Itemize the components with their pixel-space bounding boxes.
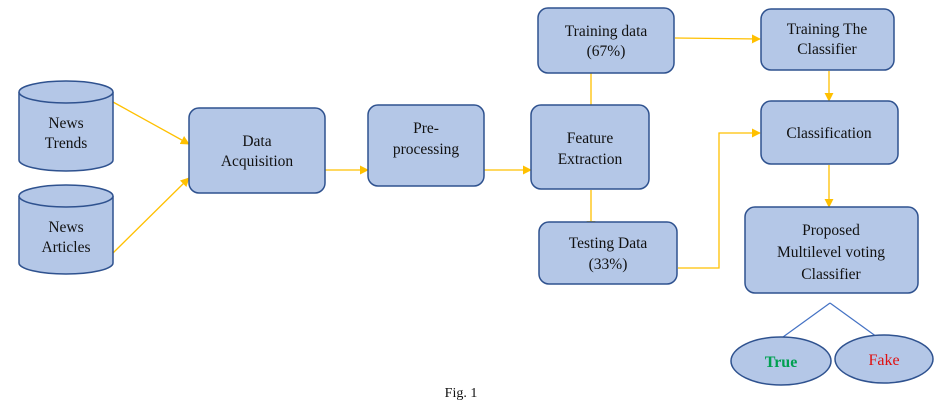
- data-acquisition-label-2: Acquisition: [221, 153, 294, 170]
- news-trends-source: News Trends: [18, 80, 114, 172]
- proposed-classifier-label-3: Classifier: [801, 266, 861, 283]
- connectors: [112, 34, 834, 269]
- classification-box: Classification: [760, 100, 899, 165]
- training-classifier-label-2: Classifier: [797, 41, 857, 58]
- figure-caption: Fig. 1: [445, 386, 478, 401]
- proposed-classifier-box: Proposed Multilevel voting Classifier: [744, 206, 919, 294]
- data-acquisition-label-1: Data: [242, 133, 271, 150]
- preprocessing-label-2: processing: [393, 141, 460, 158]
- data-acquisition-box: Data Acquisition: [188, 107, 326, 194]
- arrow-articles-to-acquisition: [112, 177, 190, 254]
- testing-data-box: Testing Data (33%): [538, 221, 678, 285]
- true-label: True: [765, 354, 798, 371]
- proposed-classifier-label-2: Multilevel voting: [777, 244, 885, 261]
- training-data-label-2: (67%): [587, 43, 626, 60]
- fake-output: Fake: [834, 334, 934, 384]
- training-classifier-box: Training The Classifier: [760, 8, 895, 71]
- arrow-training-to-classifier: [674, 34, 761, 44]
- testing-data-label-1: Testing Data: [569, 235, 648, 252]
- output-branches: [782, 302, 878, 338]
- news-articles-label-2: Articles: [41, 239, 90, 256]
- branch-to-true: [782, 302, 831, 338]
- training-data-label-1: Training data: [565, 23, 648, 40]
- arrow-testing-to-classification: [678, 128, 761, 269]
- preprocessing-box: Pre- processing: [367, 104, 485, 187]
- proposed-classifier-label-1: Proposed: [802, 222, 860, 239]
- news-trends-label-2: Trends: [45, 135, 88, 152]
- training-data-box: Training data (67%): [537, 7, 675, 74]
- fake-label: Fake: [868, 352, 899, 369]
- training-classifier-label-1: Training The: [787, 21, 868, 38]
- true-output: True: [730, 336, 832, 386]
- classification-label: Classification: [786, 125, 871, 142]
- preprocessing-label-1: Pre-: [413, 120, 439, 137]
- testing-data-label-2: (33%): [589, 256, 628, 273]
- feature-extraction-label-2: Extraction: [558, 151, 623, 168]
- news-trends-label-1: News: [48, 115, 83, 132]
- branch-to-fake: [829, 302, 878, 338]
- news-articles-source: News Articles: [18, 184, 114, 275]
- arrow-trends-to-acquisition: [112, 101, 190, 145]
- news-articles-label-1: News: [48, 219, 83, 236]
- feature-extraction-label-1: Feature: [567, 130, 614, 147]
- feature-extraction-box: Feature Extraction: [530, 104, 650, 190]
